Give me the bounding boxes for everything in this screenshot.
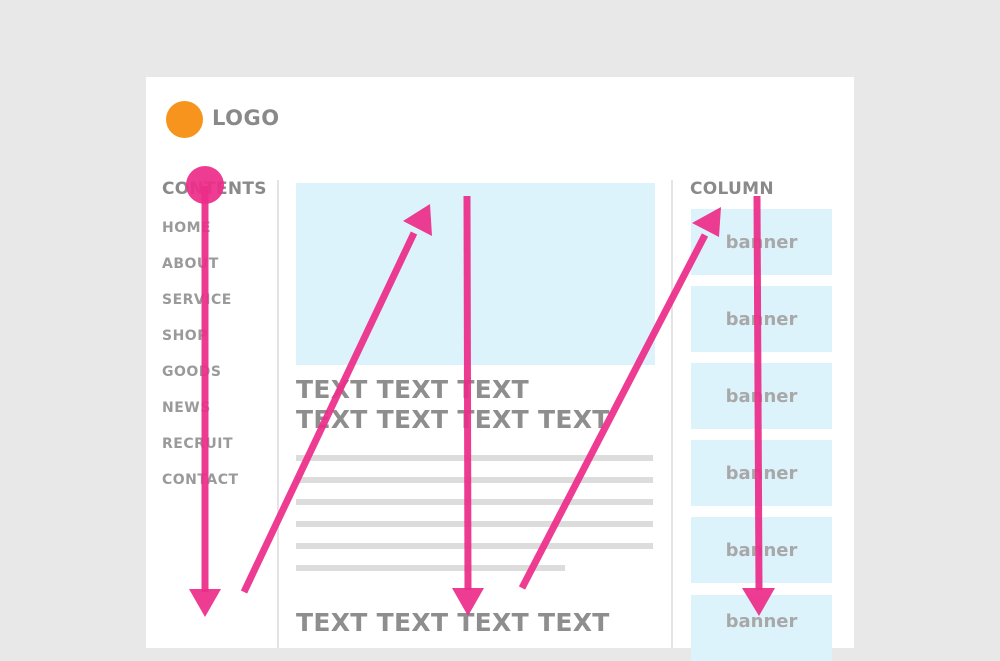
body-text-line [296, 521, 653, 527]
nav-item-home[interactable]: HOME [162, 220, 212, 236]
body-text-line [296, 499, 653, 505]
logo-text[interactable]: LOGO [212, 106, 280, 130]
logo-circle-icon[interactable] [166, 101, 203, 138]
right-column-divider [671, 180, 673, 648]
nav-list: HOME ABOUT SERVICE SHOP GOODS NEWS RECRU… [162, 220, 239, 508]
nav-item-recruit[interactable]: RECRUIT [162, 436, 234, 452]
body-text-line [296, 455, 653, 461]
nav-heading: CONTENTS [162, 179, 267, 199]
nav-item-contact[interactable]: CONTACT [162, 472, 239, 488]
page-wireframe: LOGO CONTENTS HOME ABOUT SERVICE SHOP GO… [146, 77, 854, 661]
body-text-line [296, 477, 653, 483]
banner-6[interactable]: banner [691, 595, 832, 661]
banner-3[interactable]: banner [691, 363, 832, 429]
headline-line-2: TEXT TEXT TEXT TEXT [296, 405, 610, 434]
banner-2[interactable]: banner [691, 286, 832, 352]
nav-item-news[interactable]: NEWS [162, 400, 211, 416]
secondary-headline: TEXT TEXT TEXT TEXT [296, 608, 610, 637]
nav-item-shop[interactable]: SHOP [162, 328, 208, 344]
column-heading: COLUMN [690, 179, 774, 199]
banner-1[interactable]: banner [691, 209, 832, 275]
nav-item-goods[interactable]: GOODS [162, 364, 222, 380]
nav-item-about[interactable]: ABOUT [162, 256, 219, 272]
left-column-divider [277, 180, 279, 648]
headline-line-1: TEXT TEXT TEXT [296, 375, 529, 404]
body-text-line [296, 565, 565, 571]
hero-image-placeholder [296, 183, 655, 365]
banner-4[interactable]: banner [691, 440, 832, 506]
nav-item-service[interactable]: SERVICE [162, 292, 232, 308]
main-headline: TEXT TEXT TEXT TEXT TEXT TEXT TEXT [296, 375, 610, 435]
body-text-line [296, 543, 653, 549]
banner-5[interactable]: banner [691, 517, 832, 583]
